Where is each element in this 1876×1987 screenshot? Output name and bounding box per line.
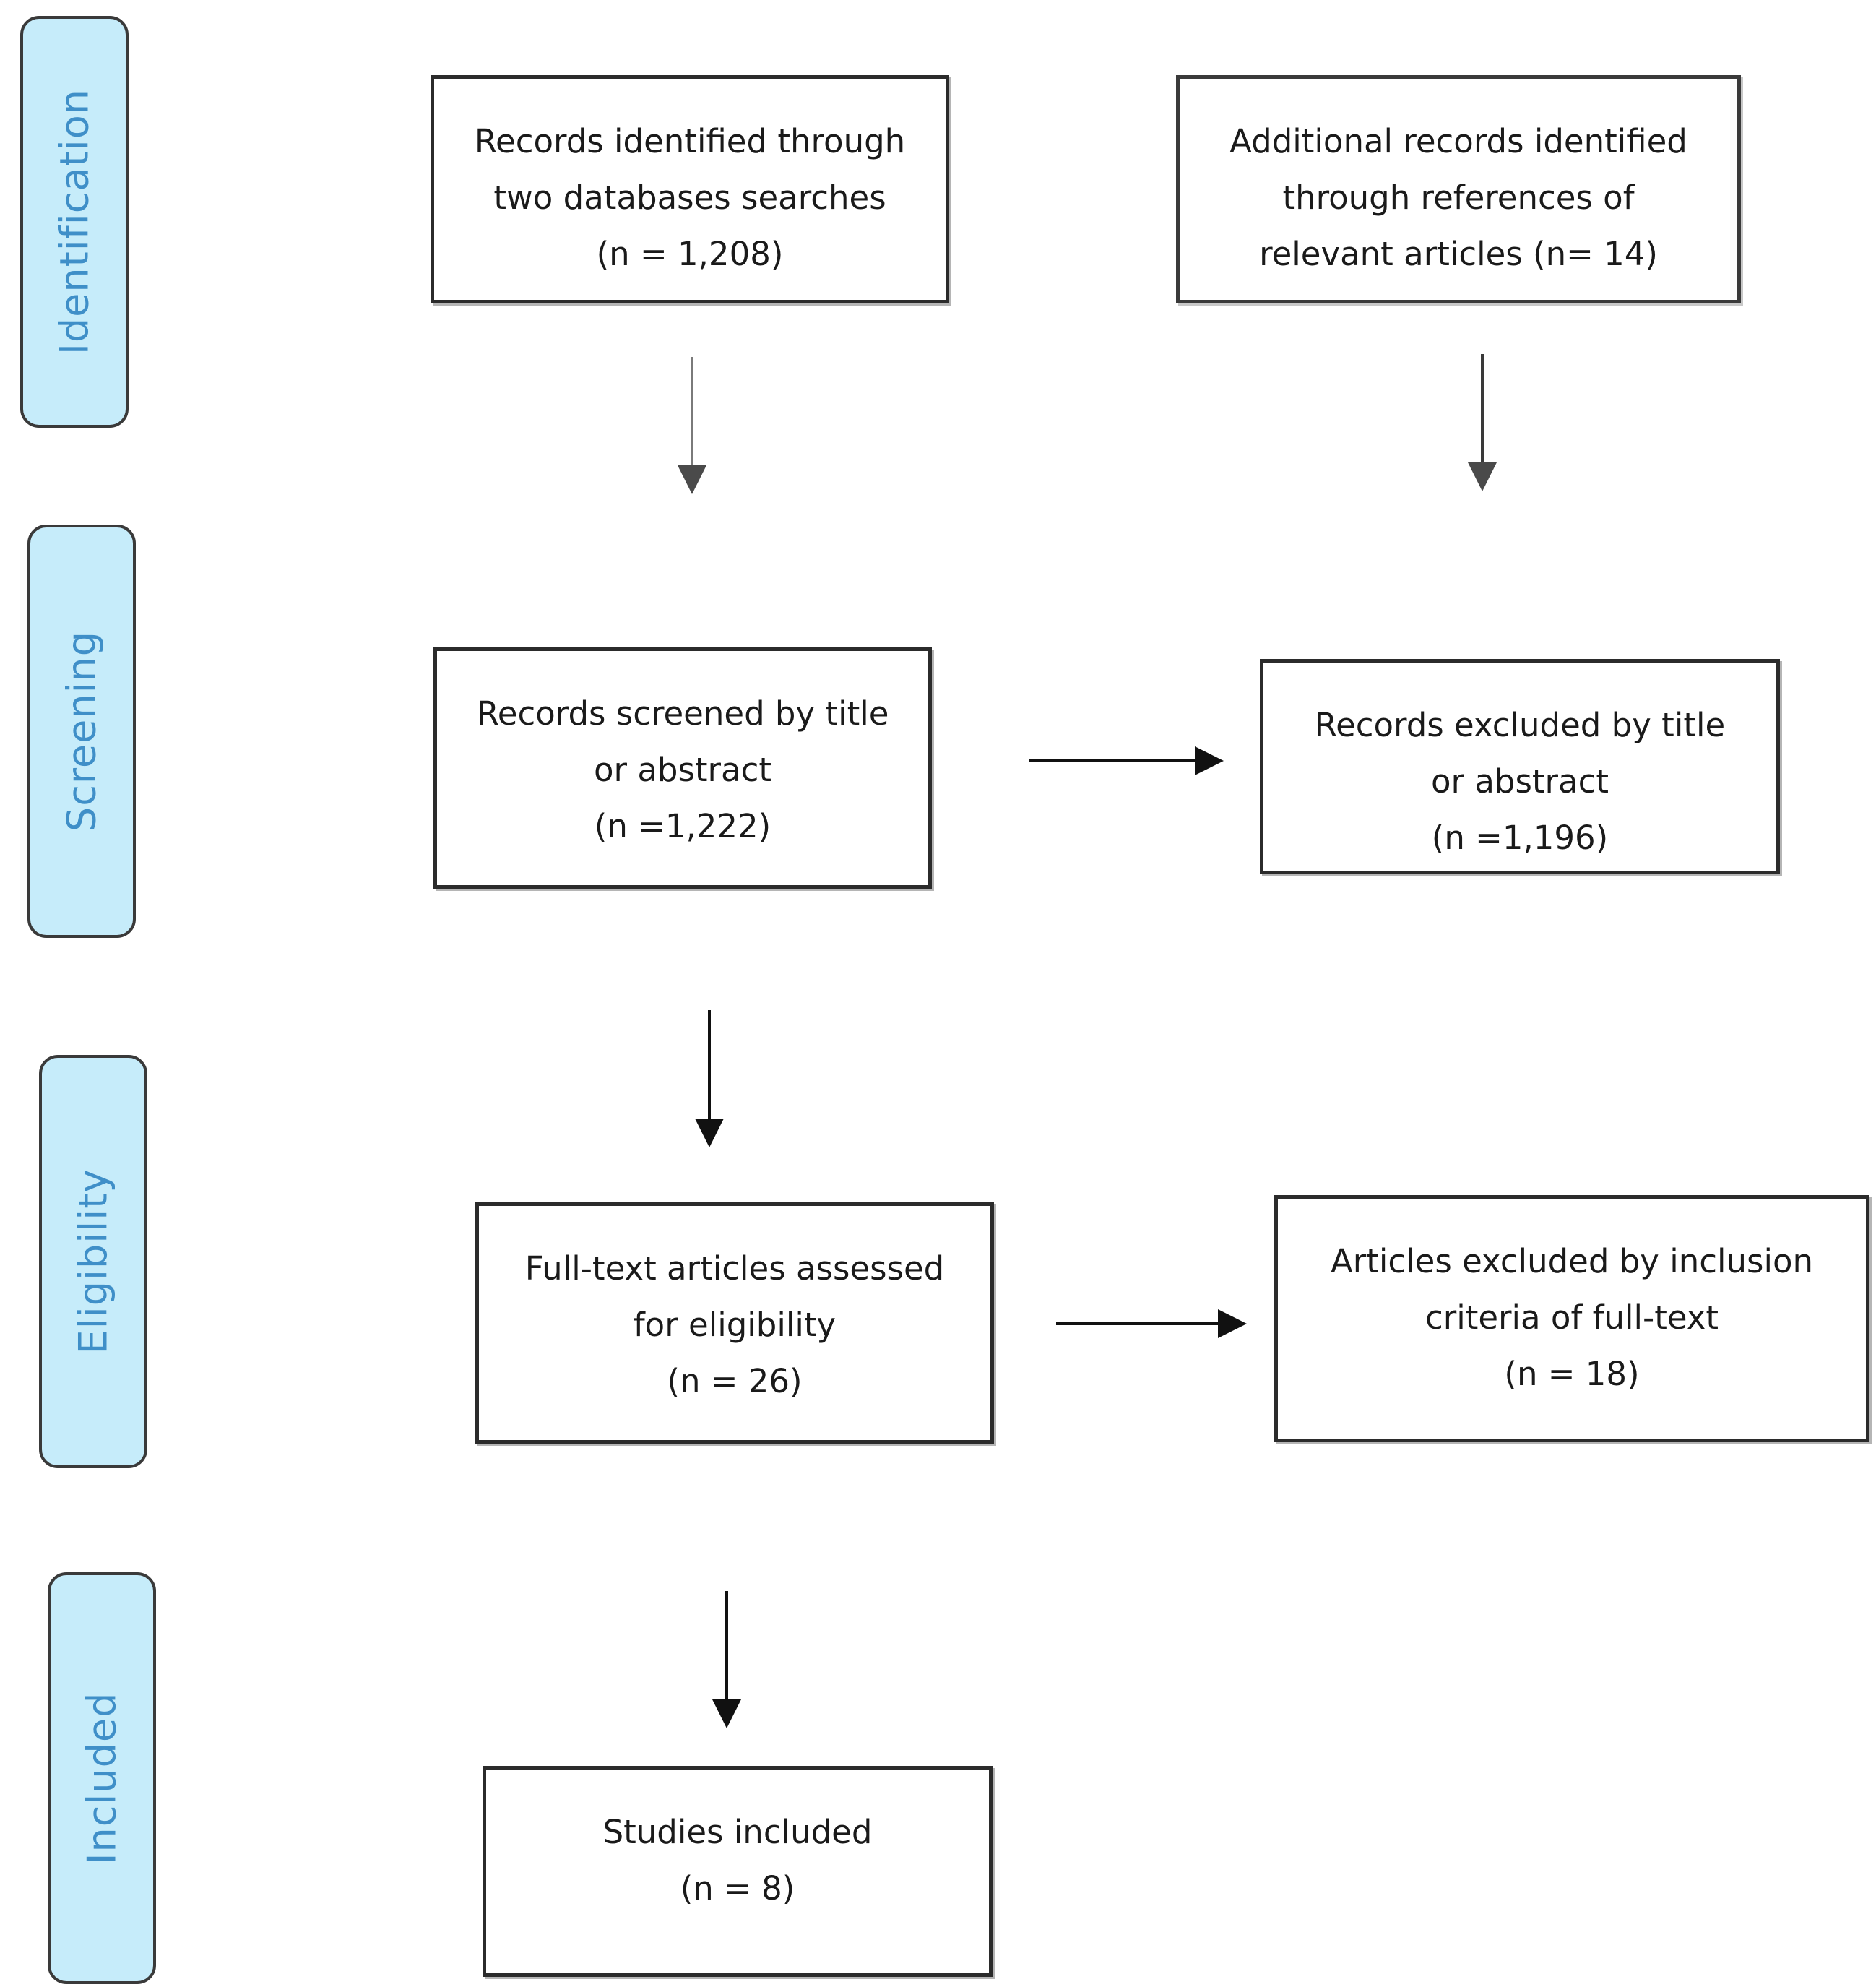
- excluded-screening-box: Records excluded by title or abstract (n…: [1260, 659, 1780, 874]
- included-line1: Studies included: [602, 1813, 873, 1851]
- fulltext-assessed-line1: Full-text articles assessed: [524, 1249, 945, 1288]
- fulltext-assessed-box: Full-text articles assessed for eligibil…: [475, 1202, 994, 1444]
- database-records-line2: two databases searches: [493, 178, 886, 217]
- fulltext-assessed-line2: for eligibility: [633, 1306, 837, 1344]
- stage-identification: Identification: [20, 16, 129, 428]
- screened-line2: or abstract: [593, 751, 772, 789]
- included-count: (n = 8): [680, 1869, 795, 1908]
- excluded-fulltext-count: (n = 18): [1504, 1355, 1640, 1393]
- excluded-fulltext-line2: criteria of full-text: [1425, 1298, 1719, 1337]
- excluded-screening-line2: or abstract: [1430, 762, 1609, 801]
- additional-records-line3: relevant articles (n= 14): [1259, 235, 1658, 273]
- excluded-screening-line1: Records excluded by title: [1314, 706, 1726, 744]
- database-records-count: (n = 1,208): [596, 235, 784, 273]
- screened-line1: Records screened by title: [476, 694, 889, 733]
- screened-count: (n =1,222): [594, 807, 771, 845]
- database-records-box: Records identified through two databases…: [431, 75, 949, 303]
- stage-included: Included: [48, 1572, 156, 1984]
- screened-box: Records screened by title or abstract (n…: [433, 647, 932, 889]
- included-box: Studies included (n = 8): [483, 1766, 993, 1977]
- stage-eligibility: Eligibility: [39, 1055, 147, 1468]
- additional-records-line2: through references of: [1282, 178, 1635, 217]
- additional-records-line1: Additional records identified: [1229, 122, 1687, 160]
- database-records-line1: Records identified through: [474, 122, 906, 160]
- excluded-fulltext-line1: Articles excluded by inclusion: [1330, 1242, 1813, 1280]
- excluded-screening-count: (n =1,196): [1431, 819, 1609, 857]
- stage-screening: Screening: [27, 525, 136, 938]
- fulltext-assessed-count: (n = 26): [667, 1362, 803, 1400]
- excluded-fulltext-box: Articles excluded by inclusion criteria …: [1274, 1195, 1869, 1442]
- additional-records-box: Additional records identified through re…: [1176, 75, 1741, 303]
